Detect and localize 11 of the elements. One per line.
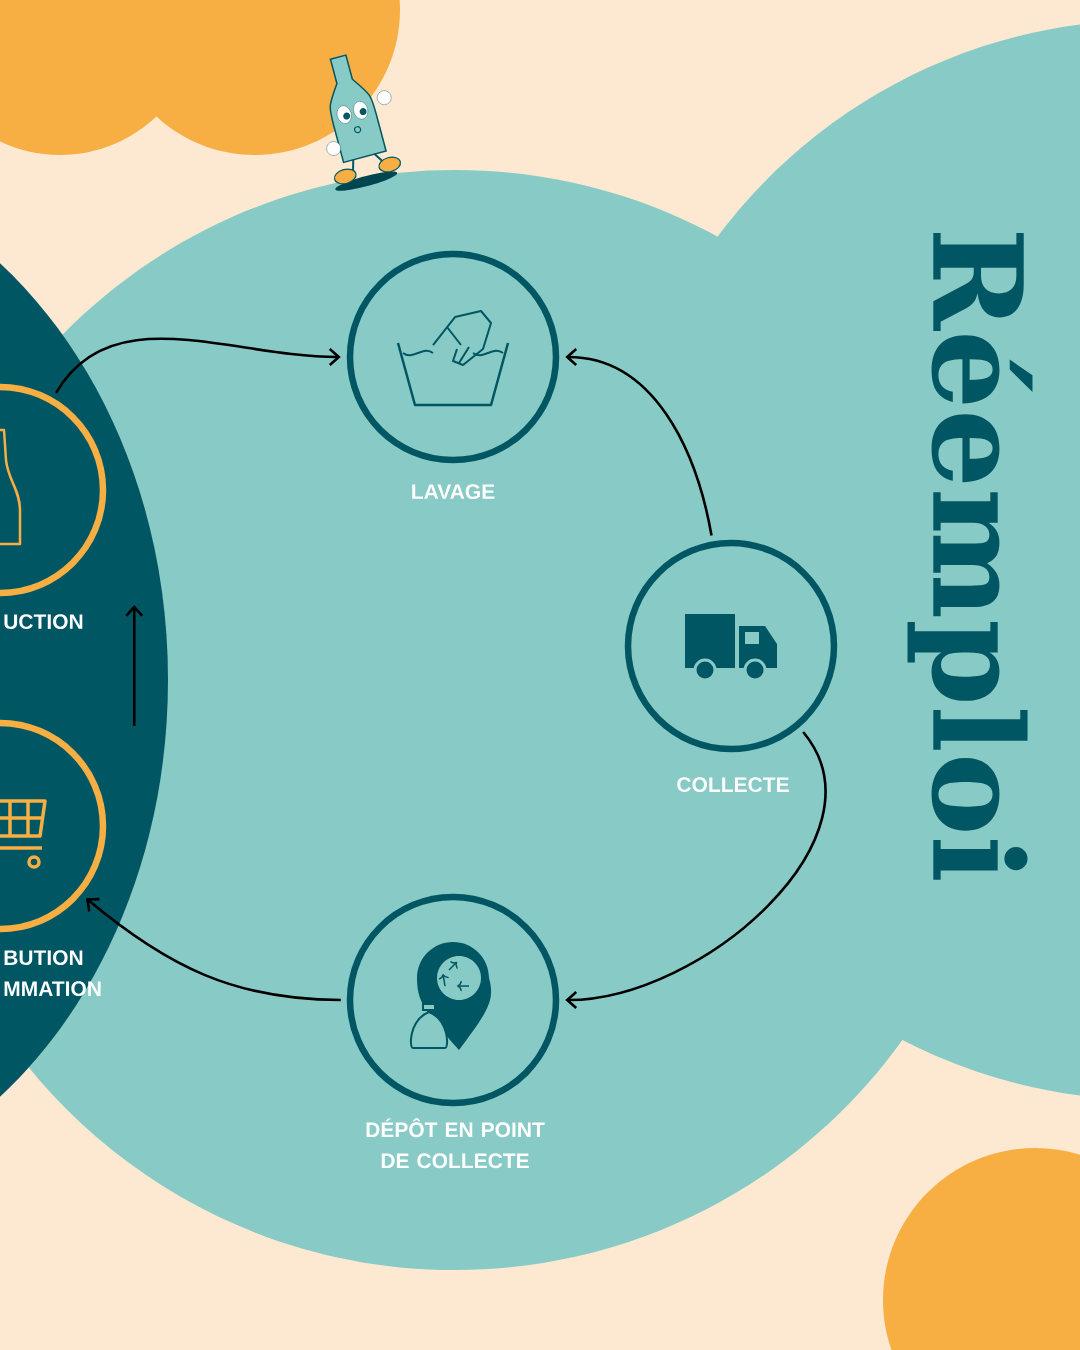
step-label: LAVAGE [412,484,495,500]
arrow [86,897,341,1002]
title: Réemploi [907,233,1033,880]
step-label: DÉPÔT EN POINT DE COLLECTE [366,1118,545,1169]
step-label: BUTION MMATION [4,950,101,997]
arrow [125,605,144,726]
arrow [565,731,827,1009]
arrow [565,348,713,536]
arrow [55,337,341,394]
step-label: COLLECTE [677,777,789,793]
step-label: UCTION [4,614,83,630]
